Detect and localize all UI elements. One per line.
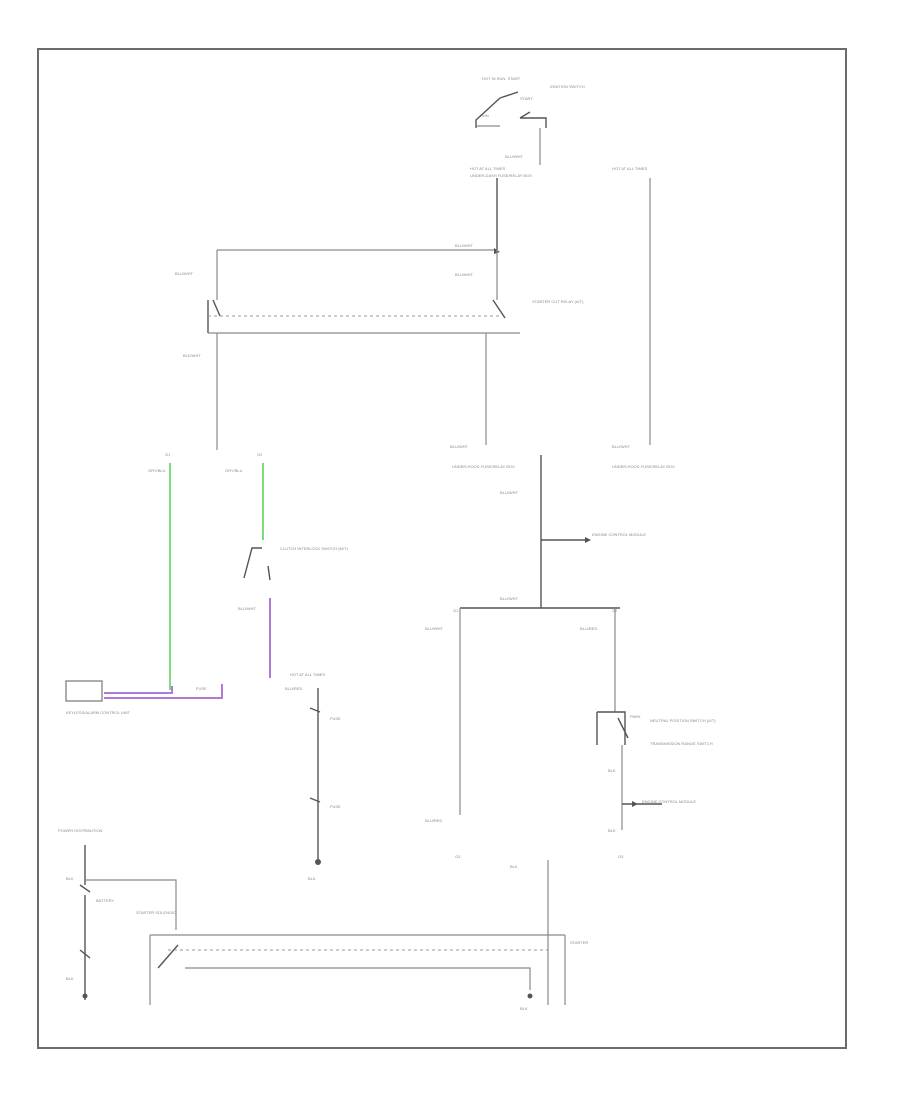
label-fuse-sw: FUSE	[196, 686, 207, 691]
label-fuse-b: FUSE	[330, 804, 341, 809]
label-g3-a: G3	[455, 854, 461, 859]
label-fuse-box-3: UNDER-HOOD FUSE/RELAY BOX	[612, 464, 675, 469]
label-battery: BATTERY	[96, 898, 114, 903]
starter-cut-relay: BLU/WHT BLU/WHT BLU/WHT STARTER CUT RELA…	[175, 243, 584, 450]
label-hot-2: HOT AT ALL TIMES	[612, 166, 647, 171]
label-wire-c2: BLU/WHT	[612, 444, 631, 449]
label-blk-2: BLK	[66, 976, 74, 981]
label-engine-cm: ENGINE CONTROL MODULE	[642, 799, 696, 804]
clutch-interlock-circuit: G1 G2 GRY/BLU GRY/BLU CLUTCH INTERLOCK S…	[148, 452, 348, 690]
label-neutral-switch: NEUTRAL POSITION SWITCH (A/T)	[650, 718, 716, 723]
label-under-dash-fuse: UNDER-DASH FUSE/RELAY BOX	[470, 173, 532, 178]
label-wire-p2: BLU/RED	[425, 818, 442, 823]
label-keyless-unit: KEYLESS/ALARM CONTROL UNIT	[66, 710, 131, 715]
keyless-unit-box	[65, 680, 103, 702]
label-wire-w2: BLK	[608, 828, 616, 833]
label-park: PARK	[630, 714, 641, 719]
label-fuse-box-2: UNDER-HOOD FUSE/RELAY BOX	[452, 464, 515, 469]
label-wire-c4: BLU/WHT	[500, 596, 519, 601]
label-wire-v1: BLU/WHT	[238, 606, 257, 611]
label-g2-top: G2	[257, 452, 263, 457]
label-g1-top: G1	[165, 452, 171, 457]
label-fuse-a: FUSE	[330, 716, 341, 721]
label-hot-in-run: HOT IN RUN, START	[482, 76, 521, 81]
label-power-dist: POWER DISTRIBUTION	[58, 828, 103, 833]
label-hot-1: HOT AT ALL TIMES	[470, 166, 505, 171]
label-wire-a3: BLU/WHT	[175, 271, 194, 276]
starter-circuit: POWER DISTRIBUTION BLK BATTERY STARTER S…	[58, 828, 588, 1011]
label-wire-w3: BLK	[308, 876, 316, 881]
ignition-switch: HOT IN RUN, START IGNITION SWITCH START …	[470, 76, 585, 250]
label-wire-c1: BLU/WHT	[450, 444, 469, 449]
label-starter-cut-relay: STARTER CUT RELAY (A/T)	[532, 299, 584, 304]
label-run: RUN	[480, 113, 489, 118]
label-starter-solenoid: STARTER SOLENOID	[136, 910, 176, 915]
label-blk-1: BLK	[66, 876, 74, 881]
label-wire-p3: BLU/RED	[285, 686, 302, 691]
label-transmission: TRANSMISSION RANGE SWITCH	[650, 741, 713, 746]
label-g3-b: G3	[618, 854, 624, 859]
fuse-chain: HOT AT ALL TIMES BLU/RED FUSE FUSE BLK	[285, 672, 341, 881]
label-wire-w4: BLK	[510, 864, 518, 869]
label-clutch-switch: CLUTCH INTERLOCK SWITCH (M/T)	[280, 546, 348, 551]
label-hot-3: HOT AT ALL TIMES	[290, 672, 325, 677]
label-wire-a2: BLU/WHT	[455, 243, 474, 248]
label-wire-g1: GRY/BLU	[148, 468, 166, 473]
label-starter: STARTER	[570, 940, 588, 945]
label-wire-b1: BLK/WHT	[183, 353, 201, 358]
label-wire-a4: BLU/WHT	[455, 272, 474, 277]
label-wire-w1: BLK	[608, 768, 616, 773]
diagram-frame	[37, 48, 847, 1049]
engine-control-branch: BLU/WHT ENGINE CONTROL MODULE BLU/WHT G1…	[425, 455, 716, 859]
label-engine-control: ENGINE CONTROL MODULE	[592, 532, 646, 537]
label-wire-c3: BLU/WHT	[500, 490, 519, 495]
keyless-alarm-unit: KEYLESS/ALARM CONTROL UNIT FUSE	[65, 680, 223, 715]
label-wire-c5: BLU/WHT	[425, 626, 444, 631]
label-start: START	[520, 96, 533, 101]
label-blk-3: BLK	[520, 1006, 528, 1011]
label-g1-node: G1	[453, 608, 459, 613]
label-wire-g2: GRY/BLU	[225, 468, 243, 473]
label-ignition-switch: IGNITION SWITCH	[550, 84, 585, 89]
label-wire-a1: BLU/WHT	[505, 154, 524, 159]
label-wire-p1: BLU/RED	[580, 626, 597, 631]
